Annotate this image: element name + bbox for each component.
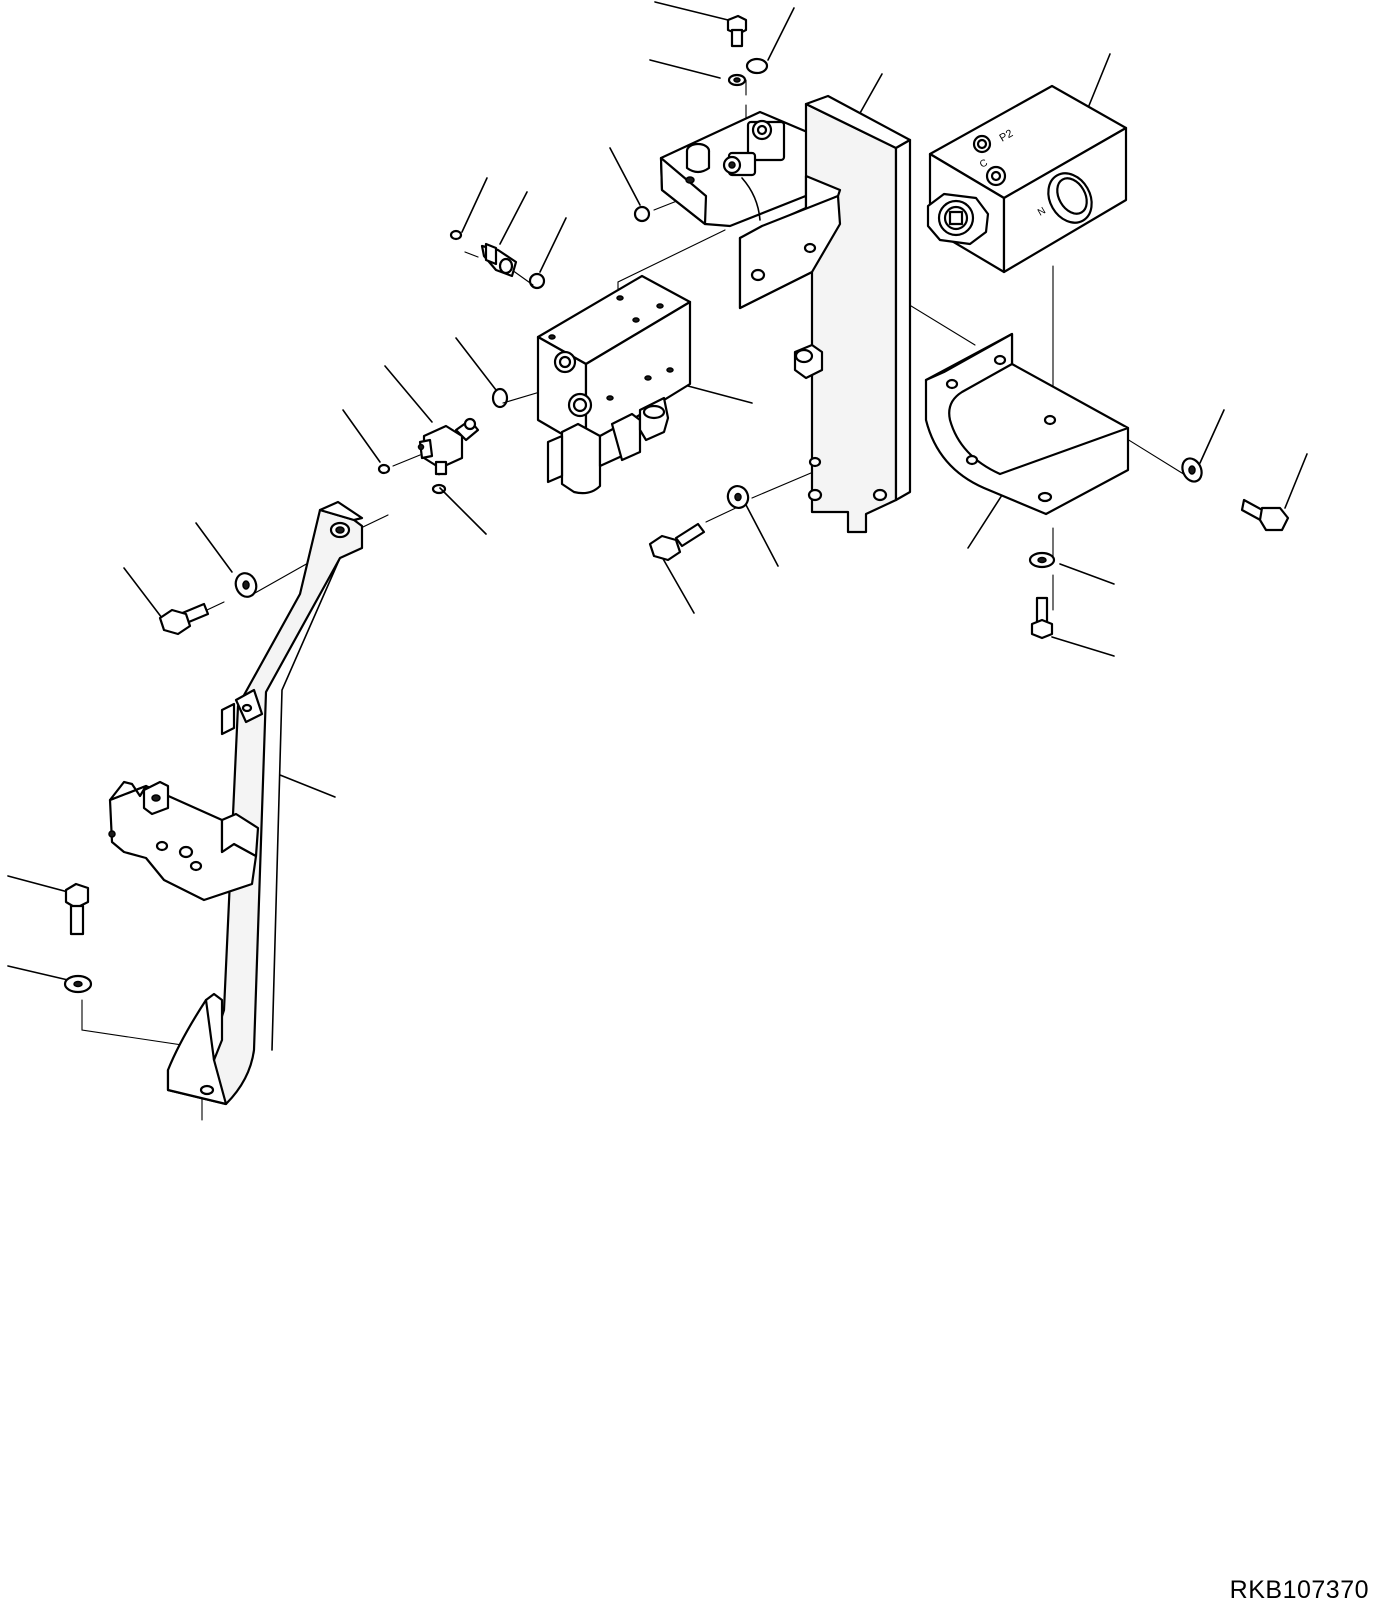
top-fasteners (633, 14, 769, 223)
svg-text:P2: P2 (998, 127, 1016, 144)
solenoid-valve-block (536, 274, 692, 495)
drawing-code: RKB107370 (1229, 1576, 1369, 1604)
leader-lines (7, 1, 1308, 981)
right-fasteners (1028, 457, 1290, 640)
straight-fitting (449, 229, 546, 290)
upper-bracket (659, 110, 848, 228)
angle-bracket (924, 332, 1130, 516)
svg-text:N: N (1036, 205, 1048, 218)
svg-text:C: C (978, 157, 990, 170)
center-fasteners (648, 485, 750, 562)
elbow-fitting (377, 387, 509, 495)
vertical-mounting-plate (738, 94, 912, 534)
long-support-bracket (108, 500, 364, 1106)
left-fasteners (63, 572, 258, 994)
manifold-block: P2 C N (926, 84, 1128, 274)
